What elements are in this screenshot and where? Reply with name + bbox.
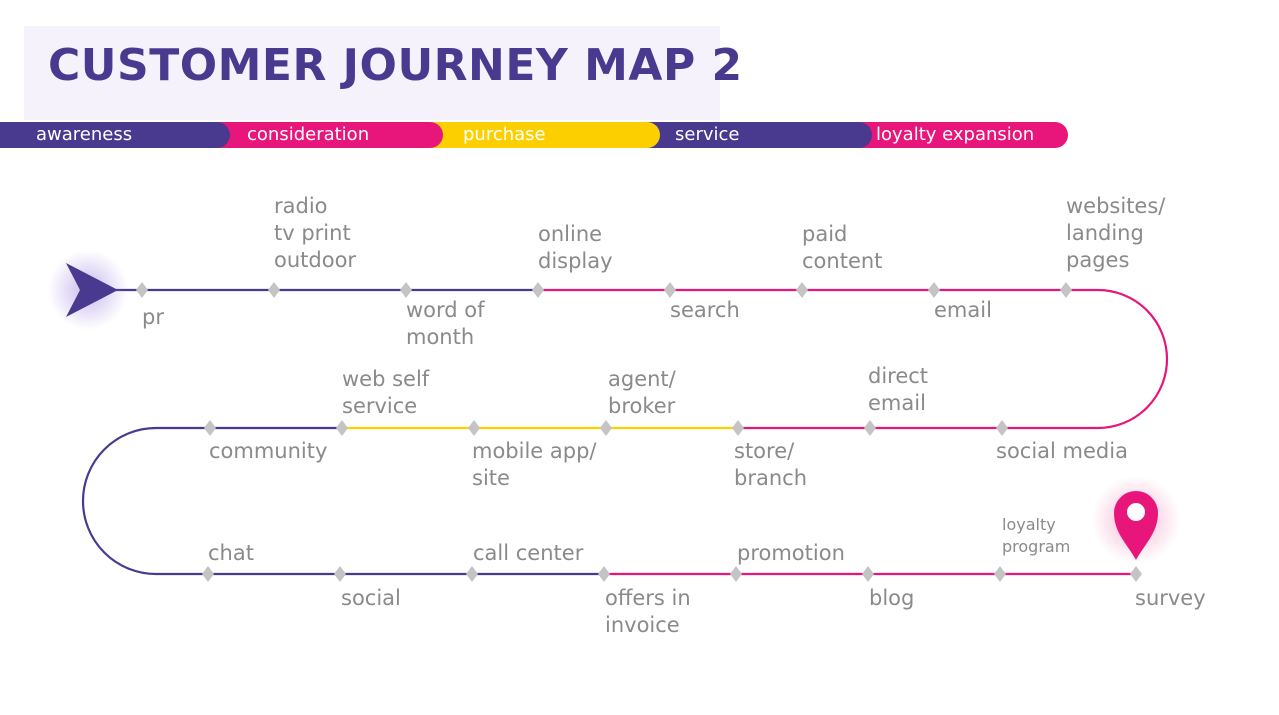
label-chat: chat — [208, 541, 254, 565]
stage-purchase: purchase — [430, 122, 660, 148]
marker-community — [204, 420, 216, 436]
label-search: search — [670, 298, 740, 322]
marker-offers-in-invoice — [598, 566, 610, 582]
label-social: social — [341, 586, 401, 610]
marker-direct-email — [864, 420, 876, 436]
marker-email — [928, 282, 940, 298]
map-pin-hole — [1127, 503, 1145, 521]
label-community: community — [209, 439, 328, 463]
label-promotion: promotion — [737, 541, 845, 565]
marker-chat — [202, 566, 214, 582]
label-web-self-service: web self service — [342, 367, 430, 418]
marker-social-media — [996, 420, 1008, 436]
label-agent-broker: agent/ broker — [608, 367, 676, 418]
label-mobile-app-site: mobile app/ site — [472, 439, 597, 490]
stage-bar: awareness consideration purchase service… — [0, 122, 1068, 148]
title-background — [24, 26, 720, 120]
marker-websites — [1060, 282, 1072, 298]
label-offers-in-invoice: offers in invoice — [605, 586, 691, 637]
marker-store-branch — [732, 420, 744, 436]
marker-pr — [136, 282, 148, 298]
marker-survey — [1130, 566, 1142, 582]
marker-agent-broker — [600, 420, 612, 436]
label-websites-landing-pages: websites/ landing pages — [1066, 194, 1166, 272]
stage-service: service — [647, 122, 872, 148]
arrow-start-icon — [66, 263, 118, 317]
marker-promotion — [730, 566, 742, 582]
stage-awareness: awareness — [0, 122, 230, 148]
marker-web-self-service — [336, 420, 348, 436]
label-social-media: social media — [996, 439, 1128, 463]
marker-mobile-app — [468, 420, 480, 436]
label-loyalty-program: loyalty program — [1002, 515, 1071, 556]
stage-loyalty-expansion: loyalty expansion — [858, 122, 1068, 148]
touchpoint-markers — [136, 282, 1142, 582]
marker-call-center — [466, 566, 478, 582]
path-turn-right — [1097, 288, 1169, 430]
label-call-center: call center — [473, 541, 584, 565]
marker-word-of-month — [400, 282, 412, 298]
label-word-of-month: word of month — [406, 298, 485, 349]
marker-loyalty-program — [994, 566, 1006, 582]
page-title: CUSTOMER JOURNEY MAP 2 — [48, 40, 743, 91]
stage-consideration: consideration — [217, 122, 443, 148]
label-pr: pr — [142, 305, 164, 329]
path-turn-left — [81, 426, 157, 576]
label-online-display: online display — [538, 222, 613, 273]
label-store-branch: store/ branch — [734, 439, 807, 490]
map-pin-icon — [1114, 491, 1158, 560]
marker-paid-content — [796, 282, 808, 298]
marker-social — [334, 566, 346, 582]
marker-blog — [862, 566, 874, 582]
marker-radio — [268, 282, 280, 298]
marker-search — [664, 282, 676, 298]
label-paid-content: paid content — [802, 222, 883, 273]
label-radio-tv-print-outdoor: radio tv print outdoor — [274, 194, 357, 272]
label-blog: blog — [869, 586, 915, 610]
label-survey: survey — [1135, 586, 1206, 610]
label-email: email — [934, 298, 992, 322]
label-direct-email: direct email — [868, 364, 929, 415]
marker-online-display — [532, 282, 544, 298]
